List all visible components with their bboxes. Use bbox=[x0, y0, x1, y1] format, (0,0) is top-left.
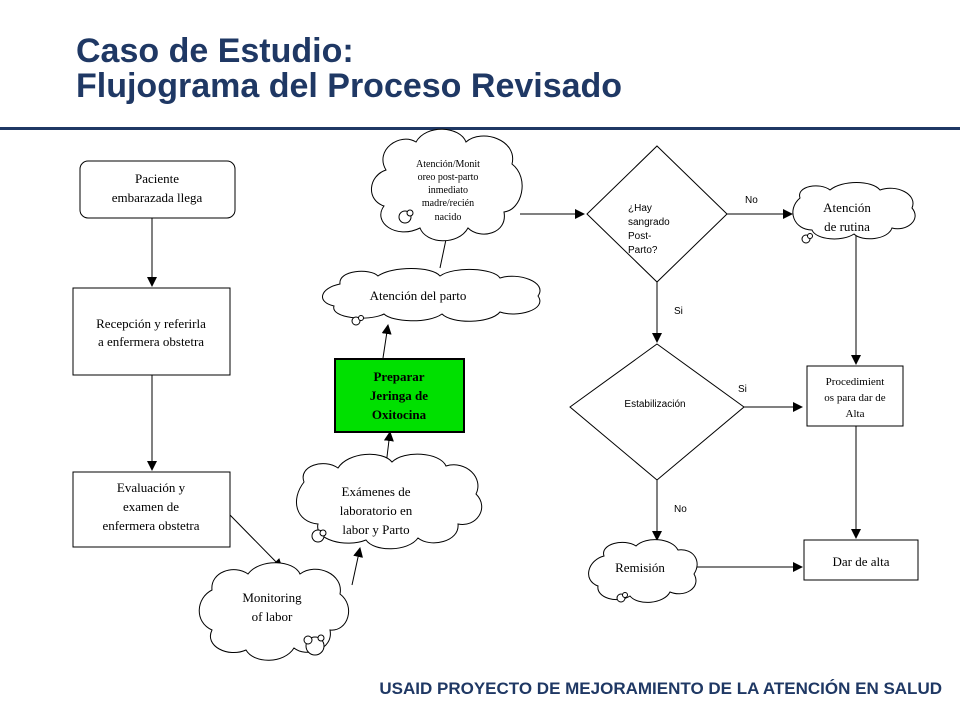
node-examenes-line2: laboratorio en bbox=[340, 503, 413, 518]
node-evaluacion-line3: enfermera obstetra bbox=[102, 518, 199, 533]
node-decision-sangrado bbox=[586, 145, 728, 283]
node-examenes-cloud bbox=[296, 453, 483, 550]
node-estabilizacion-label: Estabilización bbox=[624, 399, 685, 410]
cloud-bubble bbox=[406, 209, 414, 217]
node-paciente-line2: embarazada llega bbox=[112, 190, 203, 205]
node-procedimientos-line3: Alta bbox=[846, 408, 865, 420]
node-monitoring-cloud bbox=[198, 562, 350, 661]
node-parto-label: Atención del parto bbox=[370, 288, 467, 303]
node-examenes-line1: Exámenes de bbox=[342, 484, 411, 499]
node-remision-cloud bbox=[588, 539, 698, 603]
node-paciente-box bbox=[79, 160, 236, 219]
edge-label-no-remision: No bbox=[674, 504, 687, 515]
node-recepcion-line1: Recepción y referirla bbox=[96, 316, 206, 331]
node-procedimientos-box bbox=[806, 365, 904, 427]
arrow-preparar-to-parto bbox=[381, 324, 392, 359]
node-evaluacion-line2: examen de bbox=[123, 499, 179, 514]
node-remision-label: Remisión bbox=[615, 560, 665, 575]
node-estabilizacion bbox=[569, 343, 745, 481]
cloud-bubble bbox=[622, 592, 628, 598]
title-rule bbox=[0, 127, 960, 130]
node-decision-line2: sangrado bbox=[628, 217, 670, 228]
node-decision-line4: Parto? bbox=[628, 245, 658, 256]
cloud-bubble bbox=[351, 316, 361, 326]
node-preparar-line3: Oxitocina bbox=[372, 407, 427, 422]
cloud-bubble bbox=[807, 233, 813, 239]
node-paciente-line1: Paciente bbox=[135, 171, 179, 186]
node-atencion-post-line2: oreo post-parto bbox=[418, 172, 479, 183]
footer: USAID PROYECTO DE MEJORAMIENTO DE LA ATE… bbox=[379, 679, 942, 698]
arrow-monitoring-to-examenes bbox=[351, 547, 363, 586]
edge-label-si-estabilizacion: Si bbox=[674, 306, 683, 317]
node-atencion-post-line3: inmediato bbox=[428, 185, 468, 196]
node-decision-line3: Post- bbox=[628, 231, 651, 242]
arrow-evaluacion-to-monitoring bbox=[229, 514, 283, 569]
node-dar-alta-box bbox=[803, 539, 919, 581]
node-examenes-line3: labor y Parto bbox=[342, 522, 409, 537]
node-evaluacion-line1: Evaluación y bbox=[117, 480, 186, 495]
node-procedimientos-line2: os para dar de bbox=[824, 392, 886, 404]
connectors bbox=[147, 209, 861, 586]
node-monitoring-line1: Monitoring bbox=[242, 590, 302, 605]
node-procedimientos-line1: Procedimient bbox=[826, 376, 885, 388]
cloud-bubble bbox=[358, 315, 364, 321]
node-recepcion-line2: a enfermera obstetra bbox=[98, 334, 204, 349]
node-monitoring-line2: of labor bbox=[252, 609, 293, 624]
node-preparar-line1: Preparar bbox=[373, 369, 424, 384]
node-preparar-line2: Jeringa de bbox=[370, 388, 428, 403]
node-evaluacion-box bbox=[72, 471, 231, 548]
title-line-1: Caso de Estudio: bbox=[76, 32, 354, 70]
node-decision-line1: ¿Hay bbox=[628, 203, 652, 214]
node-recepcion-box bbox=[72, 287, 231, 376]
cloud-bubble bbox=[303, 635, 313, 645]
node-rutina-line2: de rutina bbox=[824, 219, 870, 234]
node-atencion-post-line1: Atención/Monit bbox=[416, 159, 480, 170]
edge-label-si-procedimientos: Si bbox=[738, 384, 747, 395]
node-rutina-cloud bbox=[792, 182, 916, 240]
edge-label-no-rutina: No bbox=[745, 195, 758, 206]
title-line-2: Flujograma del Proceso Revisado bbox=[76, 67, 623, 105]
node-atencion-post-line4: madre/recién bbox=[422, 198, 474, 209]
cloud-bubble bbox=[319, 529, 327, 537]
node-preparar-box bbox=[334, 358, 465, 433]
node-dar-alta-label: Dar de alta bbox=[832, 554, 889, 569]
node-rutina-line1: Atención bbox=[823, 200, 871, 215]
cloud-bubble bbox=[317, 634, 325, 642]
node-atencion-post-line5: nacido bbox=[435, 212, 462, 223]
